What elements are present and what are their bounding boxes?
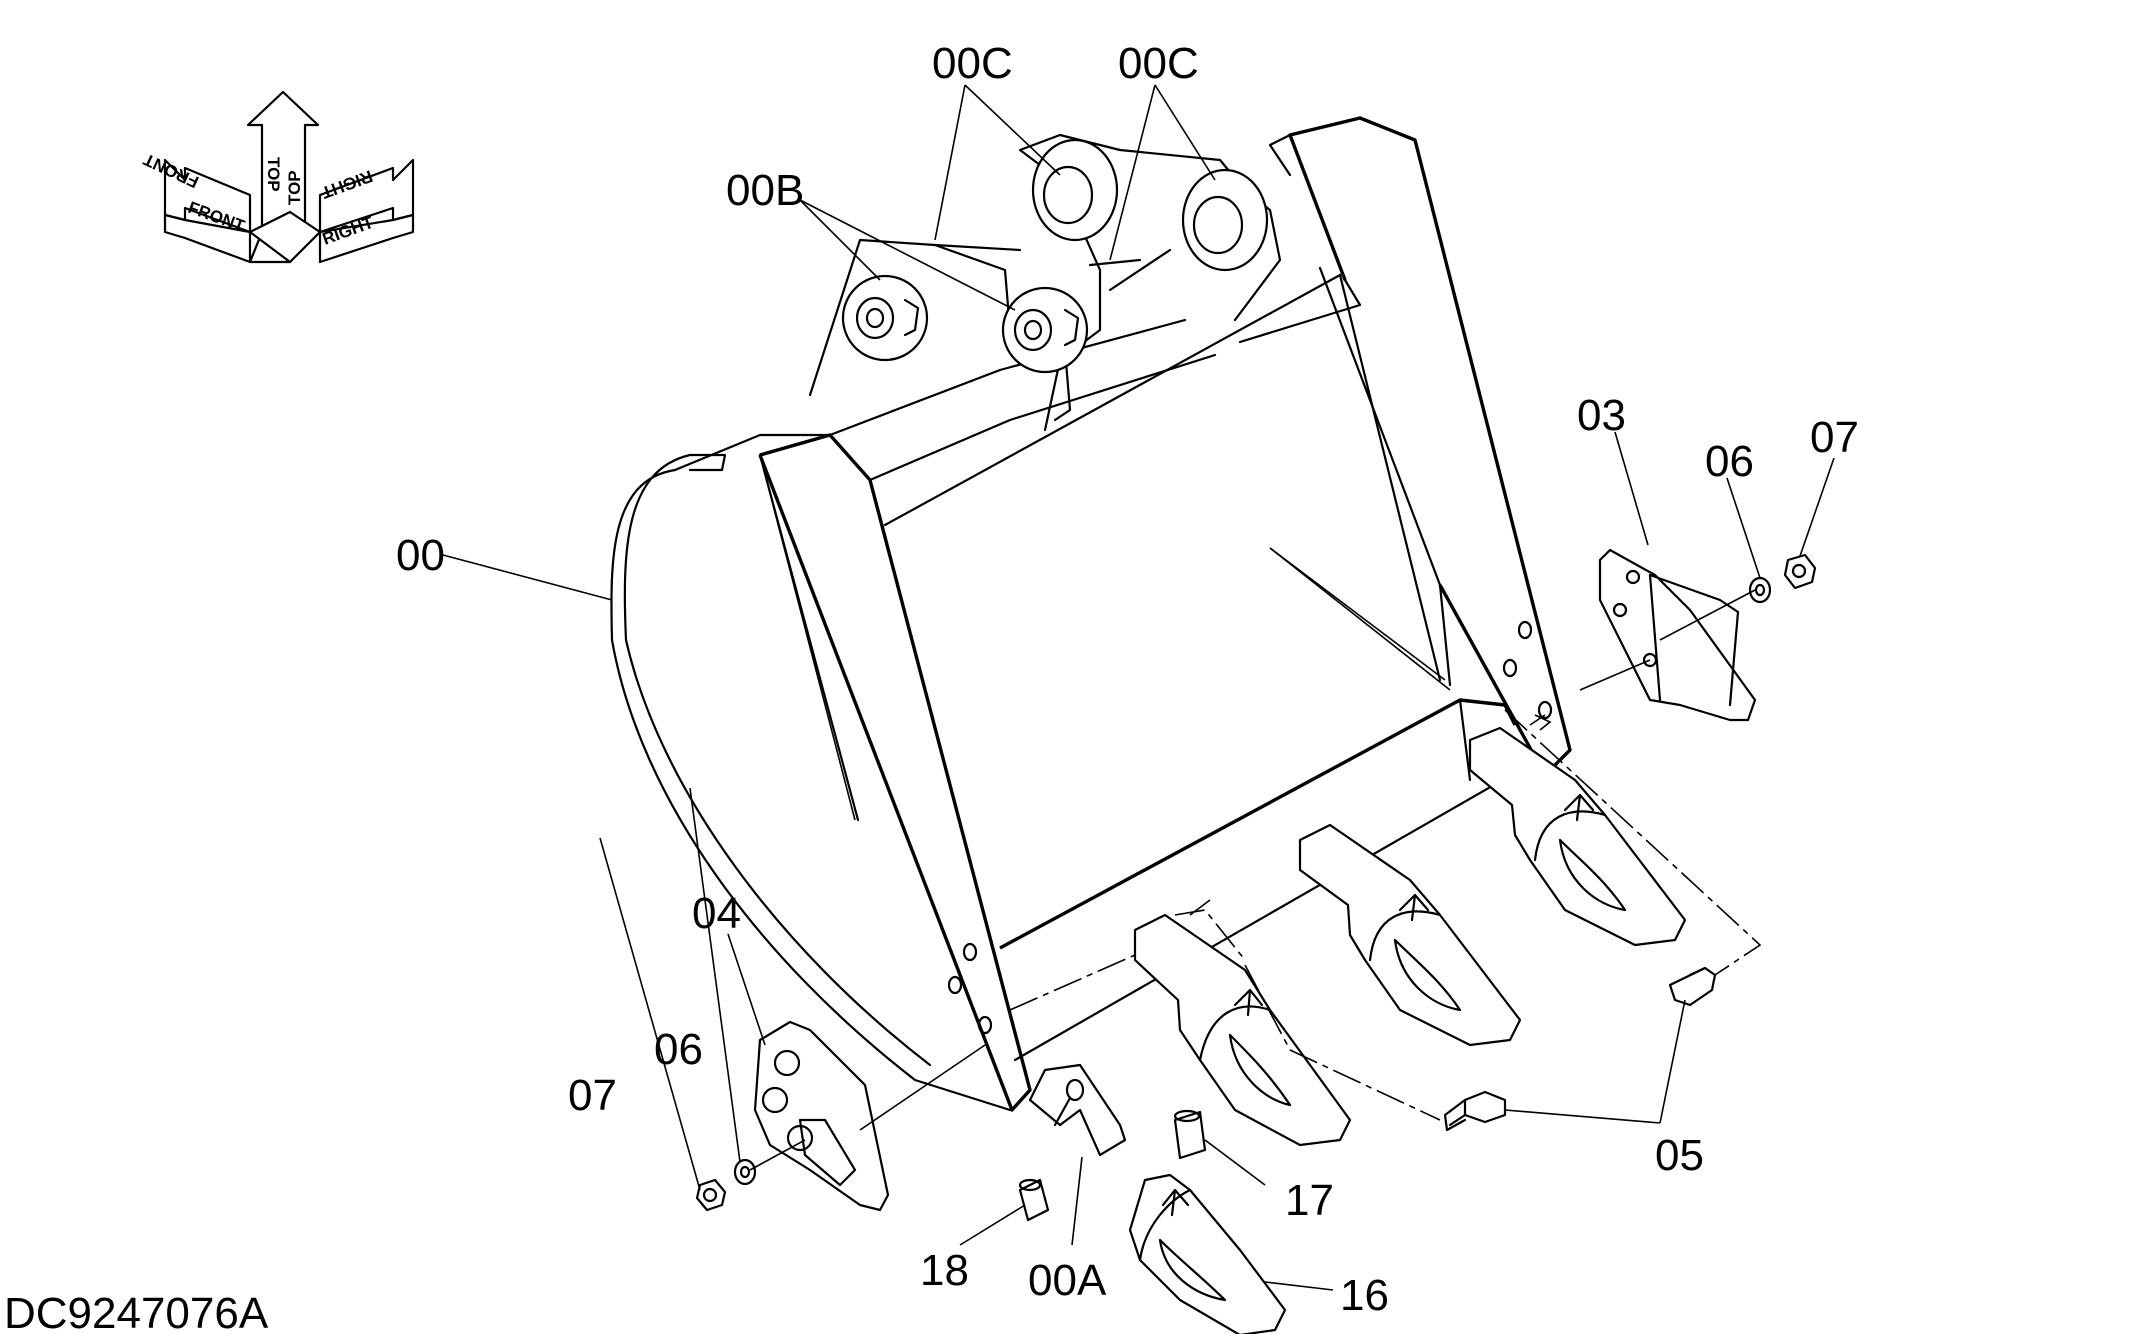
callout-18: 18	[920, 1246, 969, 1295]
mounting-brackets	[808, 133, 1282, 432]
bucket-body	[610, 116, 1572, 1112]
side-cutter-left	[753, 1020, 890, 1212]
callout-07-right: 07	[1810, 413, 1859, 462]
callout-00c-right: 00C	[1118, 39, 1199, 88]
assembly-lines	[749, 589, 1762, 1171]
callout-06-left: 06	[654, 1025, 703, 1074]
leader-lines	[442, 84, 1835, 1291]
callout-00b: 00B	[726, 166, 804, 215]
bucket-teeth	[1018, 726, 1687, 1334]
callout-00c-left: 00C	[932, 39, 1013, 88]
callout-16: 16	[1340, 1271, 1389, 1320]
callout-05: 05	[1655, 1131, 1704, 1180]
callout-00a: 00A	[1028, 1256, 1107, 1305]
callout-00: 00	[396, 531, 445, 580]
side-cutter-right	[1598, 548, 1757, 722]
drawing-code: DC9247076A	[4, 1289, 269, 1334]
orientation-top-upper: TOP	[264, 157, 283, 192]
callout-04: 04	[692, 889, 741, 938]
callout-06-right: 06	[1705, 437, 1754, 486]
orientation-indicator: FRONT FRONT TOP TOP RIGHT RIGHT	[140, 90, 415, 264]
orientation-top-label: TOP	[285, 170, 304, 205]
callout-03: 03	[1577, 391, 1626, 440]
callout-07-left: 07	[568, 1071, 617, 1120]
callout-labels: 00 00C 00C 00B 03 06 07 04 06 07 00A 18 …	[396, 39, 1859, 1320]
callout-17: 17	[1285, 1176, 1334, 1225]
hardware	[695, 553, 1817, 1212]
